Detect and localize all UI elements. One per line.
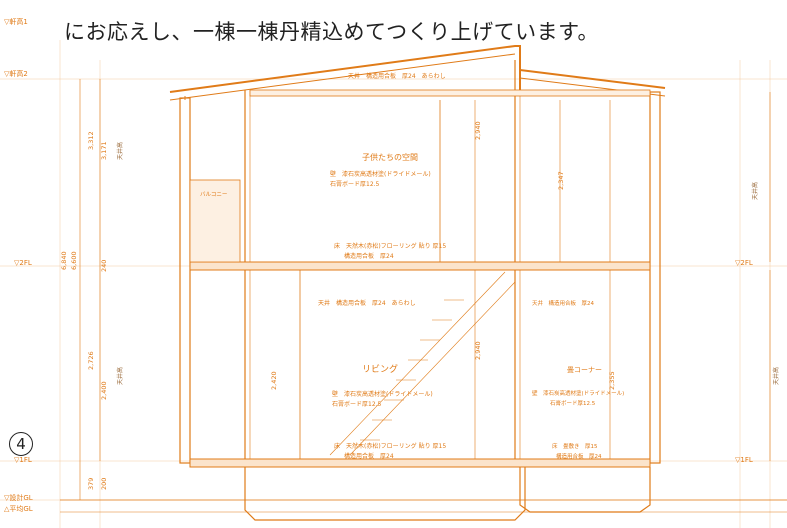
note-roof-ceiling: 天井 構造用合板 厚24 あらわし bbox=[348, 72, 446, 80]
note-floor2-sub: 構造用合板 厚24 bbox=[344, 252, 394, 260]
ceiling-h-left-upper: 天井高 bbox=[116, 142, 124, 160]
note-wall-living: 壁 漆石炭高透材塗(ドライドメール) bbox=[332, 390, 433, 398]
note-wall-corner: 壁 漆石炭高透材塗(ドライドメール) bbox=[532, 389, 624, 397]
dim-3312: 3,312 bbox=[87, 131, 95, 150]
dim-379: 379 bbox=[87, 478, 95, 490]
stair bbox=[329, 271, 516, 456]
dimension-texts: 3,312 3,171 6,840 6,600 2,726 2,400 2,42… bbox=[60, 121, 616, 490]
note-board-living: 石膏ボード厚12.5 bbox=[332, 400, 382, 408]
dim-2355: 2,355 bbox=[608, 371, 616, 390]
level-2fl-left: ▽2FL bbox=[14, 259, 32, 267]
note-ceiling1: 天井 構造用合板 厚24 あらわし bbox=[318, 299, 416, 307]
dim-2347: 2,347 bbox=[557, 171, 565, 190]
dim-2940b: 2,940 bbox=[474, 341, 482, 360]
note-tatami-sub: 構造用合板 厚24 bbox=[556, 452, 602, 460]
ceiling-h-right-upper: 天井高 bbox=[751, 182, 759, 200]
dim-200: 200 bbox=[100, 478, 108, 490]
note-floor1: 床 天然木(赤松)フローリング 貼り 厚15 bbox=[334, 442, 446, 450]
level-2fl-right: ▽2FL bbox=[735, 259, 753, 267]
room-living: リビング bbox=[362, 363, 398, 375]
dim-3171: 3,171 bbox=[100, 141, 108, 160]
dim-2400-left: 2,400 bbox=[100, 381, 108, 400]
level-1fl-right: ▽1FL bbox=[735, 456, 753, 464]
partitions bbox=[189, 100, 441, 459]
ceiling-height-labels: 天井高 天井高 天井高 天井高 bbox=[116, 142, 780, 385]
page-heading: にお応えし、一棟一棟丹精込めてつくり上げています。 bbox=[64, 20, 599, 44]
note-wall-upper: 壁 漆石炭高透材塗(ドライドメール) bbox=[330, 170, 431, 178]
dim-6600: 6,600 bbox=[70, 251, 78, 270]
dim-2420: 2,420 bbox=[270, 371, 278, 390]
level-eave1: ▽軒高1 bbox=[4, 17, 28, 26]
note-board-upper: 石膏ボード厚12.5 bbox=[330, 180, 380, 188]
note-floor2: 床 天然木(赤松)フローリング 貼り 厚15 bbox=[334, 242, 446, 250]
level-eave2: ▽軒高2 bbox=[4, 69, 28, 78]
floors bbox=[189, 89, 651, 468]
level-design-gl: ▽設計GL bbox=[4, 493, 33, 502]
note-tatami: 床 畳敷き 厚15 bbox=[552, 442, 598, 450]
note-board-corner: 石膏ボード厚12.5 bbox=[550, 399, 596, 407]
note-floor1-sub: 構造用合板 厚24 bbox=[344, 452, 394, 460]
level-avg-gl: △平均GL bbox=[4, 504, 33, 513]
dim-240: 240 bbox=[100, 260, 108, 272]
room-corner: 畳コーナー bbox=[567, 366, 602, 374]
foundation bbox=[60, 467, 787, 521]
page-number-badge: 4 bbox=[9, 432, 33, 456]
dim-2726: 2,726 bbox=[87, 351, 95, 370]
note-ceiling-corner: 天井 構造用合板 厚24 bbox=[532, 299, 595, 307]
ceiling-h-left-lower: 天井高 bbox=[116, 367, 124, 385]
ceiling-h-right-lower: 天井高 bbox=[772, 367, 780, 385]
room-balcony: バルコニー bbox=[200, 191, 227, 198]
dim-6840: 6,840 bbox=[60, 251, 68, 270]
dimension-lines bbox=[79, 79, 771, 500]
dim-2940: 2,940 bbox=[474, 121, 482, 140]
room-kids-space: 子供たちの空間 bbox=[362, 152, 418, 162]
level-1fl-left: ▽1FL bbox=[14, 456, 32, 464]
